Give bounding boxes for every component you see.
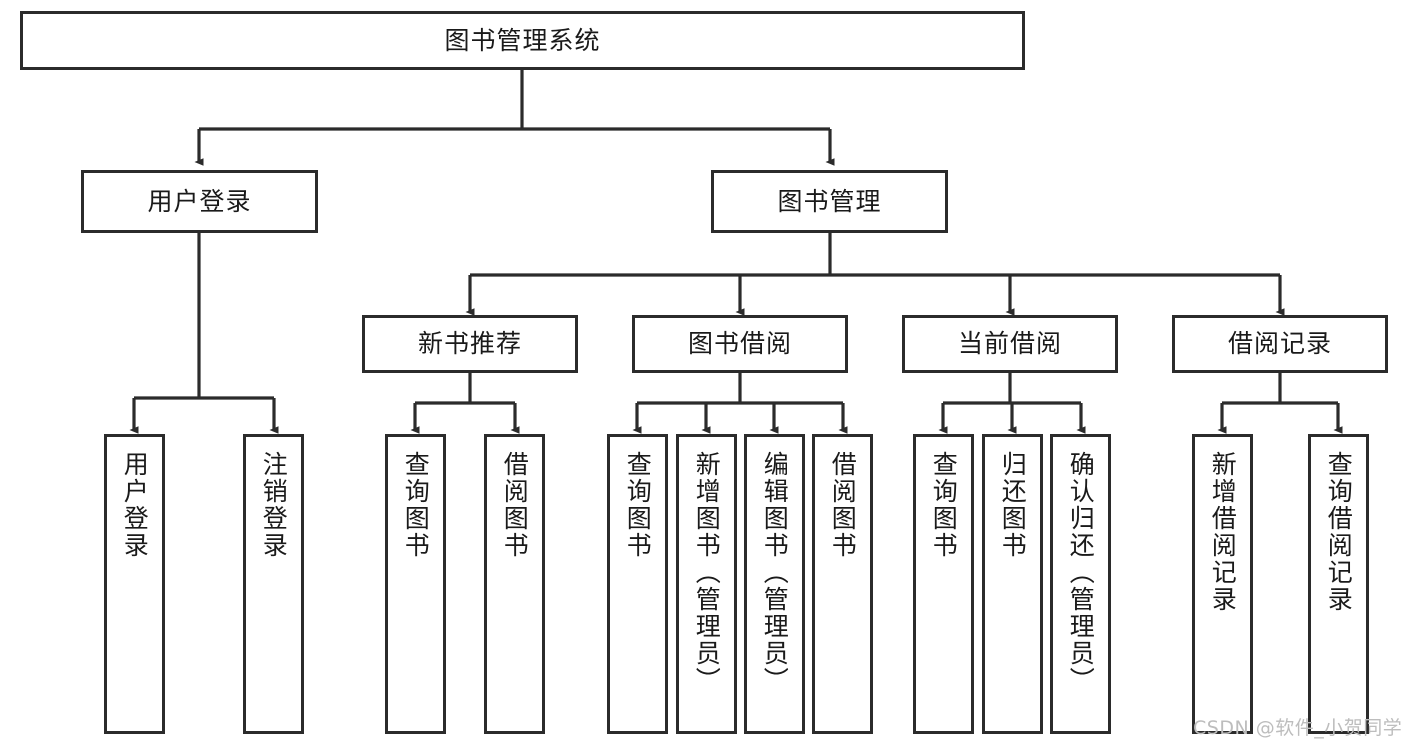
node-book-borrow-label: 图书借阅	[687, 329, 792, 358]
node-user-login-label: 用户登录	[147, 186, 252, 216]
node-new-book-recommend[interactable]: 新书推荐	[362, 315, 578, 373]
leaf-label: 查询图书	[401, 451, 431, 559]
leaf-label: 编辑图书（管理员）	[760, 451, 790, 694]
leaf-label: 借阅图书	[828, 451, 858, 559]
node-borrow-record-label: 借阅记录	[1227, 329, 1332, 358]
leaf-label: 新增借阅记录	[1208, 451, 1238, 613]
leaf-book-borrow-edit[interactable]: 编辑图书（管理员）	[744, 434, 805, 734]
node-new-book-recommend-label: 新书推荐	[417, 329, 522, 358]
leaf-new-book-borrow[interactable]: 借阅图书	[484, 434, 545, 734]
leaf-borrow-record-query[interactable]: 查询借阅记录	[1308, 434, 1369, 734]
node-book-borrow[interactable]: 图书借阅	[632, 315, 848, 373]
leaf-current-borrow-return[interactable]: 归还图书	[982, 434, 1043, 734]
leaf-label: 确认归还（管理员）	[1066, 451, 1096, 694]
leaf-label: 查询图书	[929, 451, 959, 559]
leaf-book-borrow-add[interactable]: 新增图书（管理员）	[676, 434, 737, 734]
leaf-current-borrow-confirm-return[interactable]: 确认归还（管理员）	[1050, 434, 1111, 734]
leaf-current-borrow-query[interactable]: 查询图书	[913, 434, 974, 734]
node-user-login[interactable]: 用户登录	[81, 170, 318, 233]
leaf-label: 归还图书	[998, 451, 1028, 559]
leaf-new-book-query[interactable]: 查询图书	[385, 434, 446, 734]
leaf-book-borrow-borrow[interactable]: 借阅图书	[812, 434, 873, 734]
leaf-label: 查询图书	[623, 451, 653, 559]
leaf-user-login-logout[interactable]: 注销登录	[243, 434, 304, 734]
node-book-management-label: 图书管理	[777, 186, 882, 216]
leaf-user-login-login[interactable]: 用户登录	[104, 434, 165, 734]
watermark: CSDN @软件_小贺同学	[1193, 717, 1403, 739]
leaf-label: 查询借阅记录	[1324, 451, 1354, 613]
leaf-label: 借阅图书	[500, 451, 530, 559]
leaf-borrow-record-add[interactable]: 新增借阅记录	[1192, 434, 1253, 734]
leaf-label: 新增图书（管理员）	[692, 451, 722, 694]
node-current-borrow[interactable]: 当前借阅	[902, 315, 1118, 373]
node-borrow-record[interactable]: 借阅记录	[1172, 315, 1388, 373]
leaf-book-borrow-query[interactable]: 查询图书	[607, 434, 668, 734]
node-current-borrow-label: 当前借阅	[957, 329, 1062, 358]
node-root[interactable]: 图书管理系统	[20, 11, 1025, 70]
node-book-management[interactable]: 图书管理	[711, 170, 948, 233]
leaf-label: 注销登录	[259, 451, 289, 559]
leaf-label: 用户登录	[120, 451, 150, 559]
node-root-label: 图书管理系统	[444, 25, 601, 55]
